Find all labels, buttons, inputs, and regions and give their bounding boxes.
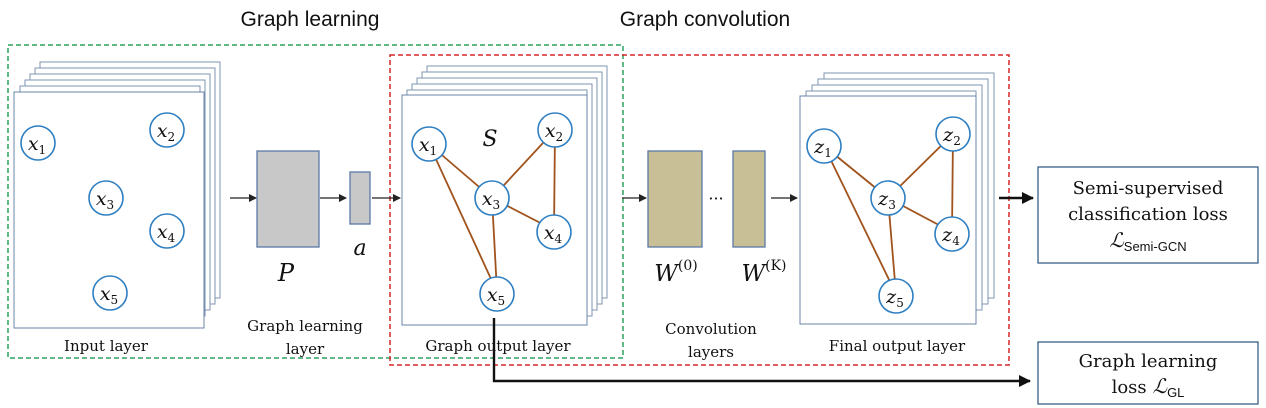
graph-output-node: x3 bbox=[474, 180, 510, 216]
graph-output-node: x4 bbox=[536, 214, 572, 250]
graph-output-node: x1 bbox=[411, 126, 447, 162]
section-title-graph-convolution: Graph convolution bbox=[620, 8, 790, 31]
input-node: x1 bbox=[20, 125, 56, 161]
graph-learning-layer-caption-line2: layer bbox=[286, 340, 325, 358]
svg-text:z3: z3 bbox=[877, 188, 896, 212]
graph-output-node: x2 bbox=[537, 112, 573, 148]
final-output-node: z1 bbox=[806, 128, 842, 164]
projection-matrix-label: P bbox=[277, 259, 295, 287]
section-title-graph-learning: Graph learning bbox=[241, 8, 380, 31]
svg-text:z4: z4 bbox=[941, 224, 960, 248]
weight-vector-label: a bbox=[353, 236, 366, 261]
svg-text:x1: x1 bbox=[28, 133, 46, 157]
svg-text:x2: x2 bbox=[157, 120, 175, 144]
graph-output-layer-caption: Graph output layer bbox=[425, 337, 571, 355]
graph-learning-loss-line1: Graph learning bbox=[1079, 351, 1218, 372]
graph-learning-region bbox=[7, 44, 624, 359]
graph-learning-layer-caption-line1: Graph learning bbox=[247, 317, 363, 335]
svg-text:x2: x2 bbox=[545, 120, 563, 144]
arrow-graph-output-to-gl-loss bbox=[492, 318, 1031, 387]
similarity-matrix-label: S bbox=[482, 127, 497, 152]
first-convolution-weight-block bbox=[647, 150, 703, 248]
convolution-layers-caption-line1: Convolution bbox=[665, 320, 757, 338]
final-output-node: z4 bbox=[934, 216, 970, 252]
input-node: x4 bbox=[149, 213, 185, 249]
input-node: x5 bbox=[92, 275, 128, 311]
graph-output-node: x5 bbox=[479, 276, 515, 312]
final-output-node: z2 bbox=[935, 116, 971, 152]
svg-text:z5: z5 bbox=[885, 286, 904, 310]
input-node: x2 bbox=[149, 112, 185, 148]
svg-text:x4: x4 bbox=[157, 221, 176, 245]
projection-matrix-block bbox=[256, 150, 320, 248]
svg-text:x4: x4 bbox=[544, 222, 563, 246]
final-output-node: z5 bbox=[878, 278, 914, 314]
svg-text:x5: x5 bbox=[100, 283, 118, 307]
layer-ellipsis: ··· bbox=[708, 189, 723, 208]
semi-supervised-loss-line1: Semi-supervised bbox=[1073, 178, 1224, 199]
last-convolution-weight-label: W(K) bbox=[741, 258, 786, 287]
svg-text:z2: z2 bbox=[942, 124, 961, 148]
semi-supervised-loss-symbol: ℒSemi-GCN bbox=[1109, 228, 1186, 254]
convolution-layers-caption-line2: layers bbox=[688, 343, 734, 361]
semi-supervised-loss-box bbox=[1037, 166, 1259, 264]
final-output-layer-caption: Final output layer bbox=[829, 337, 966, 355]
input-node: x3 bbox=[88, 180, 124, 216]
first-convolution-weight-label: W(0) bbox=[654, 258, 697, 287]
svg-text:x1: x1 bbox=[419, 134, 437, 158]
svg-text:x3: x3 bbox=[96, 188, 114, 212]
last-convolution-weight-block bbox=[732, 150, 766, 248]
svg-text:z1: z1 bbox=[813, 136, 832, 160]
semi-supervised-loss-line2: classification loss bbox=[1068, 204, 1228, 225]
weight-vector-block bbox=[349, 171, 371, 225]
svg-text:x3: x3 bbox=[482, 188, 500, 212]
input-layer-caption: Input layer bbox=[64, 337, 149, 355]
graph-learning-loss-box bbox=[1037, 341, 1259, 405]
svg-text:x5: x5 bbox=[487, 284, 505, 308]
final-output-node: z3 bbox=[870, 180, 906, 216]
